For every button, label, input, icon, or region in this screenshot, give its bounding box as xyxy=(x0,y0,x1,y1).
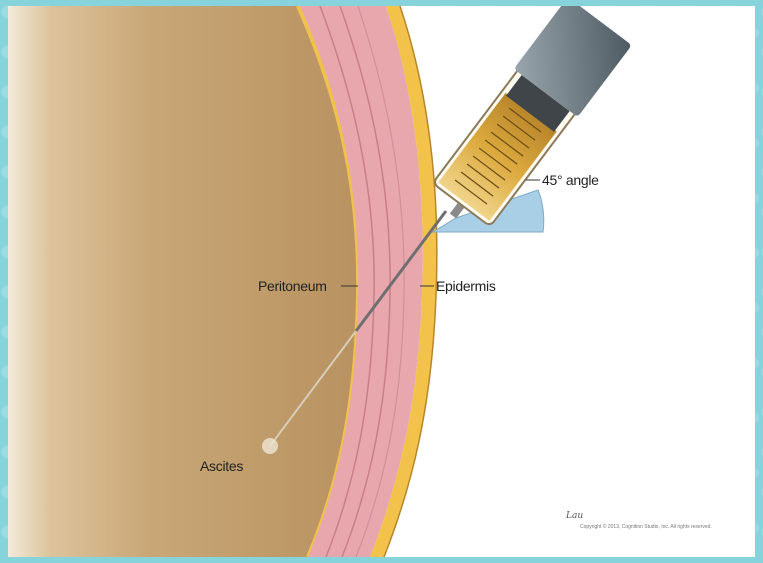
copyright-notice: Copyright © 2013, Cognition Studio, Inc.… xyxy=(580,524,712,530)
paracentesis-diagram xyxy=(8,6,755,557)
epidermis-label: Epidermis xyxy=(436,278,496,294)
peritoneum-label: Peritoneum xyxy=(258,278,327,294)
diagram-panel: 45° angle Peritoneum Epidermis Ascites L… xyxy=(8,6,755,557)
angle-label: 45° angle xyxy=(542,172,599,188)
ascites-label: Ascites xyxy=(200,458,243,474)
illustrator-signature: Lau xyxy=(566,511,583,521)
needle-tip-glow xyxy=(262,438,278,454)
